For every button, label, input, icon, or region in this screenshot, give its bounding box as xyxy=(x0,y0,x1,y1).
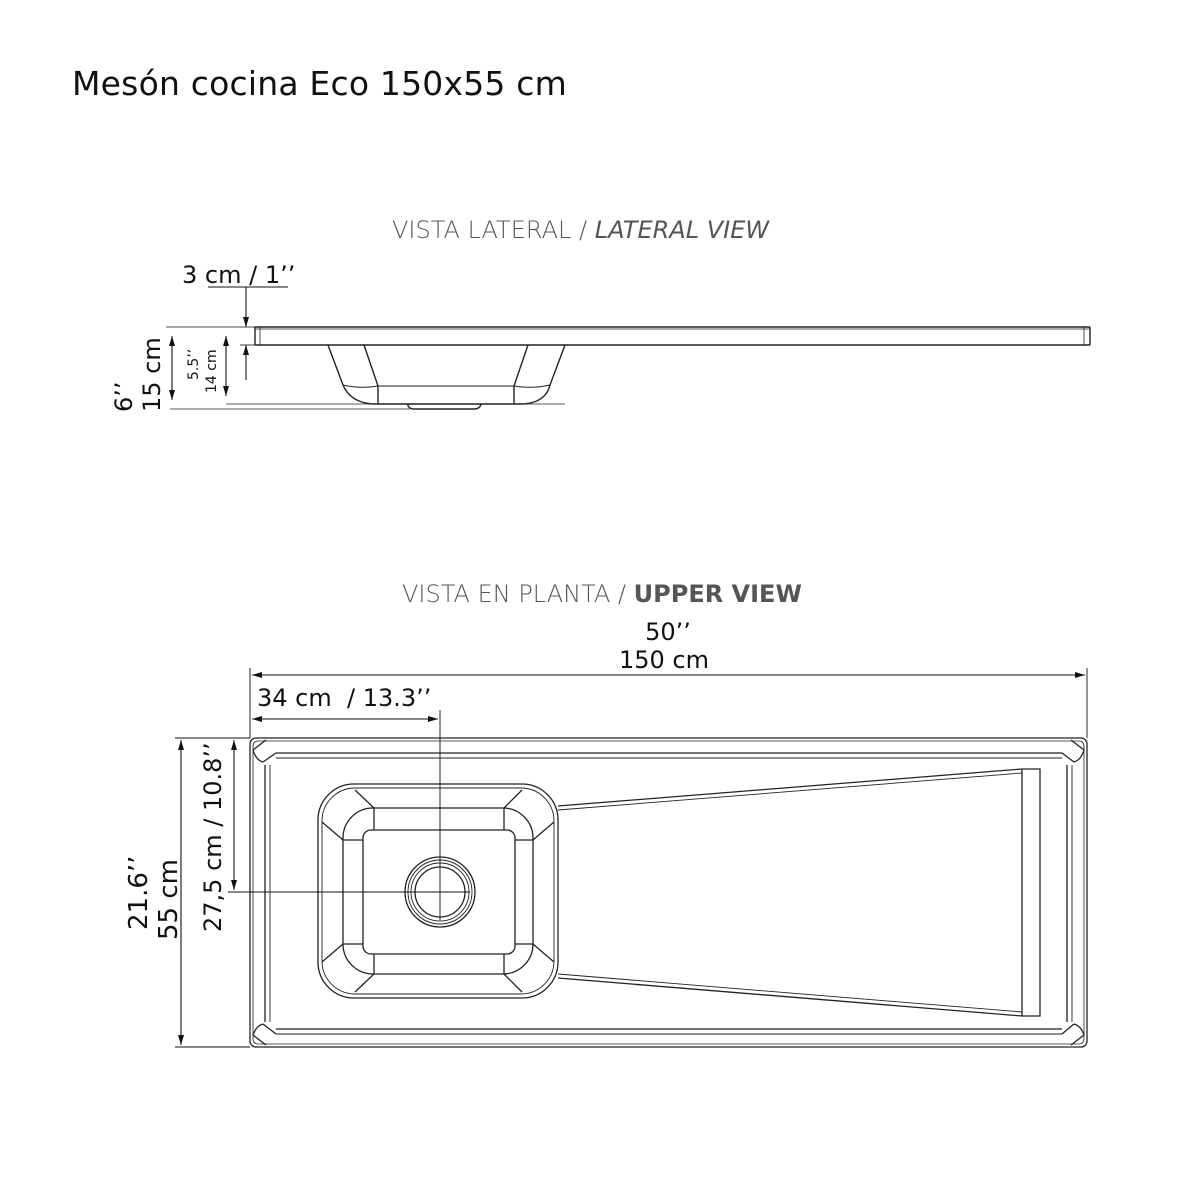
total-height-cm-label: 15 cm xyxy=(138,337,166,412)
width-cm-label: 55 cm xyxy=(154,859,184,940)
lateral-view-title: VISTA LATERAL / LATERAL VIEW xyxy=(392,216,769,244)
lateral-view-title-es: VISTA LATERAL / xyxy=(392,216,588,244)
top-thickness-label: 3 cm / 1’’ xyxy=(182,261,295,289)
drain-offset-x-label: 34 cm / 13.3’’ xyxy=(257,684,431,712)
lateral-view-dimensions xyxy=(166,286,288,400)
drain-offset-y-label: 27,5 cm / 10.8’’ xyxy=(199,742,227,932)
total-height-in-label: 6’’ xyxy=(110,381,138,412)
upper-view-title-en: UPPER VIEW xyxy=(633,580,802,608)
lateral-view-title-en: LATERAL VIEW xyxy=(594,216,770,244)
lateral-view-drawing xyxy=(170,326,1091,410)
page-title: Mesón cocina Eco 150x55 cm xyxy=(72,64,567,103)
upper-view-dimensions xyxy=(175,668,1088,1048)
upper-view-title-es: VISTA EN PLANTA / xyxy=(402,580,627,608)
upper-view-drawing xyxy=(249,737,1088,1048)
bowl-depth-in-label: 5.5’’ xyxy=(186,349,202,380)
length-cm-label: 150 cm xyxy=(619,646,709,674)
length-in-label: 50’’ xyxy=(645,618,691,646)
width-in-label: 21.6’’ xyxy=(124,856,154,930)
bowl-depth-cm-label: 14 cm xyxy=(204,349,220,393)
upper-view-title: VISTA EN PLANTA / UPPER VIEW xyxy=(402,580,802,608)
